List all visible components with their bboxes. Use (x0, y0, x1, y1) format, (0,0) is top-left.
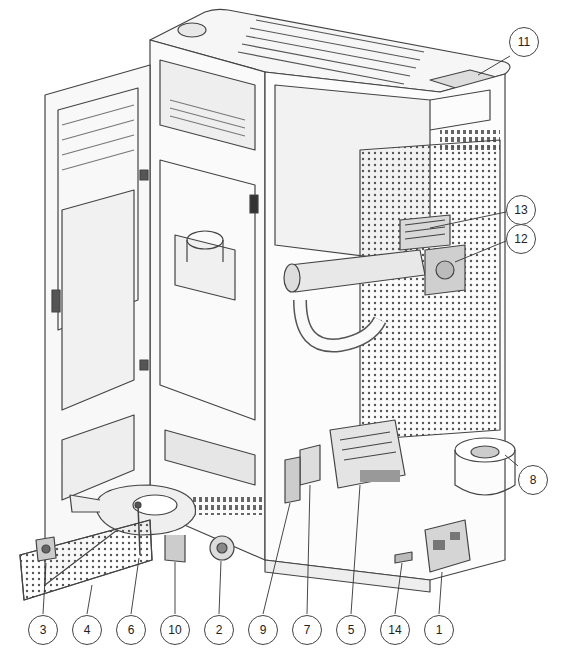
callout-number: 9 (248, 615, 278, 645)
callout-number: 3 (28, 615, 58, 645)
callout-number: 7 (292, 615, 322, 645)
callout-number: 11 (509, 27, 539, 57)
callout-number: 2 (204, 615, 234, 645)
callout-number: 6 (116, 615, 146, 645)
callout-number: 13 (506, 195, 536, 225)
callout-number: 10 (160, 615, 190, 645)
callout-number: 8 (518, 465, 548, 495)
callout-number: 12 (506, 224, 536, 254)
callout-number: 14 (380, 615, 410, 645)
callout-number: 4 (72, 615, 102, 645)
callout-number: 1 (424, 615, 454, 645)
callout-number: 5 (336, 615, 366, 645)
